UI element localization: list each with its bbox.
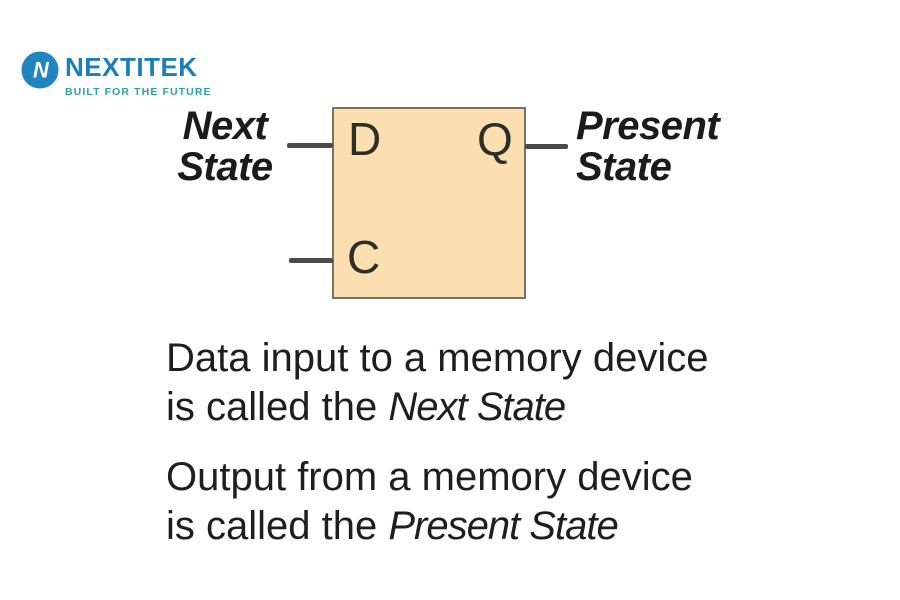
next-state-label-line1: Next xyxy=(182,104,268,148)
caption-present-state-line1: Output from a memory device xyxy=(166,455,693,499)
caption-present-state: Output from a memory device is called th… xyxy=(166,453,693,551)
brand-text-group: NEXTITEK BUILT FOR THE FUTURE xyxy=(65,51,212,98)
flip-flop-box xyxy=(332,107,526,299)
wire-clock-input xyxy=(289,258,333,263)
nextitek-logo-icon: N xyxy=(21,51,59,89)
brand-tagline: BUILT FOR THE FUTURE xyxy=(65,86,212,98)
port-label-q: Q xyxy=(477,113,513,165)
brand-name: NEXTITEK xyxy=(65,52,198,82)
caption-next-state-line2-prefix: is called the xyxy=(166,385,389,429)
wire-d-input xyxy=(287,143,333,148)
caption-present-state-line2-prefix: is called the xyxy=(166,504,389,548)
port-label-d: D xyxy=(348,113,382,165)
caption-next-state-line1: Data input to a memory device xyxy=(166,336,709,380)
caption-next-state-line2: is called the Next State xyxy=(166,383,708,432)
present-state-label-line1: Present xyxy=(576,104,720,148)
caption-present-state-term: Present State xyxy=(388,504,618,548)
caption-present-state-line2: is called the Present State xyxy=(166,502,693,551)
brand-logo: N NEXTITEK BUILT FOR THE FUTURE xyxy=(21,51,212,98)
present-state-label-line2: State xyxy=(576,144,672,189)
present-state-label: Present State xyxy=(576,104,720,189)
next-state-label-line2: State xyxy=(177,144,273,189)
caption-next-state: Data input to a memory device is called … xyxy=(166,334,708,432)
next-state-label: Next State xyxy=(168,106,282,188)
port-label-c: C xyxy=(347,231,381,283)
caption-next-state-term: Next State xyxy=(388,385,566,429)
logo-letter: N xyxy=(33,58,50,83)
wire-q-output xyxy=(525,144,568,149)
